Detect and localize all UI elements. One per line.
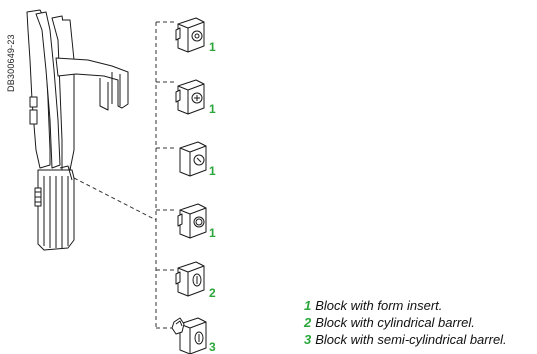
callout-number: 3 bbox=[209, 340, 216, 354]
callout-number: 1 bbox=[209, 102, 216, 116]
lock-block-4 bbox=[177, 203, 207, 239]
legend-text: Block with form insert. bbox=[315, 298, 443, 313]
callout-number: 1 bbox=[209, 226, 216, 240]
legend-key: 1 bbox=[304, 298, 312, 313]
legend-key: 3 bbox=[304, 332, 312, 347]
handle-assembly bbox=[26, 9, 129, 251]
lock-block-1 bbox=[175, 17, 205, 53]
lock-block-5 bbox=[175, 261, 205, 297]
legend-text: Block with semi-cylindrical barrel. bbox=[315, 332, 507, 347]
callout-number: 1 bbox=[209, 164, 216, 178]
lock-block-2 bbox=[175, 79, 205, 115]
lock-block-3 bbox=[179, 141, 207, 177]
legend-key: 2 bbox=[304, 315, 312, 330]
callout-number: 1 bbox=[209, 40, 216, 54]
figure-reference-code: DB300649-23 bbox=[6, 34, 16, 92]
callout-number: 2 bbox=[209, 286, 216, 300]
lock-block-6 bbox=[171, 317, 207, 354]
legend-text: Block with cylindrical barrel. bbox=[315, 315, 475, 330]
